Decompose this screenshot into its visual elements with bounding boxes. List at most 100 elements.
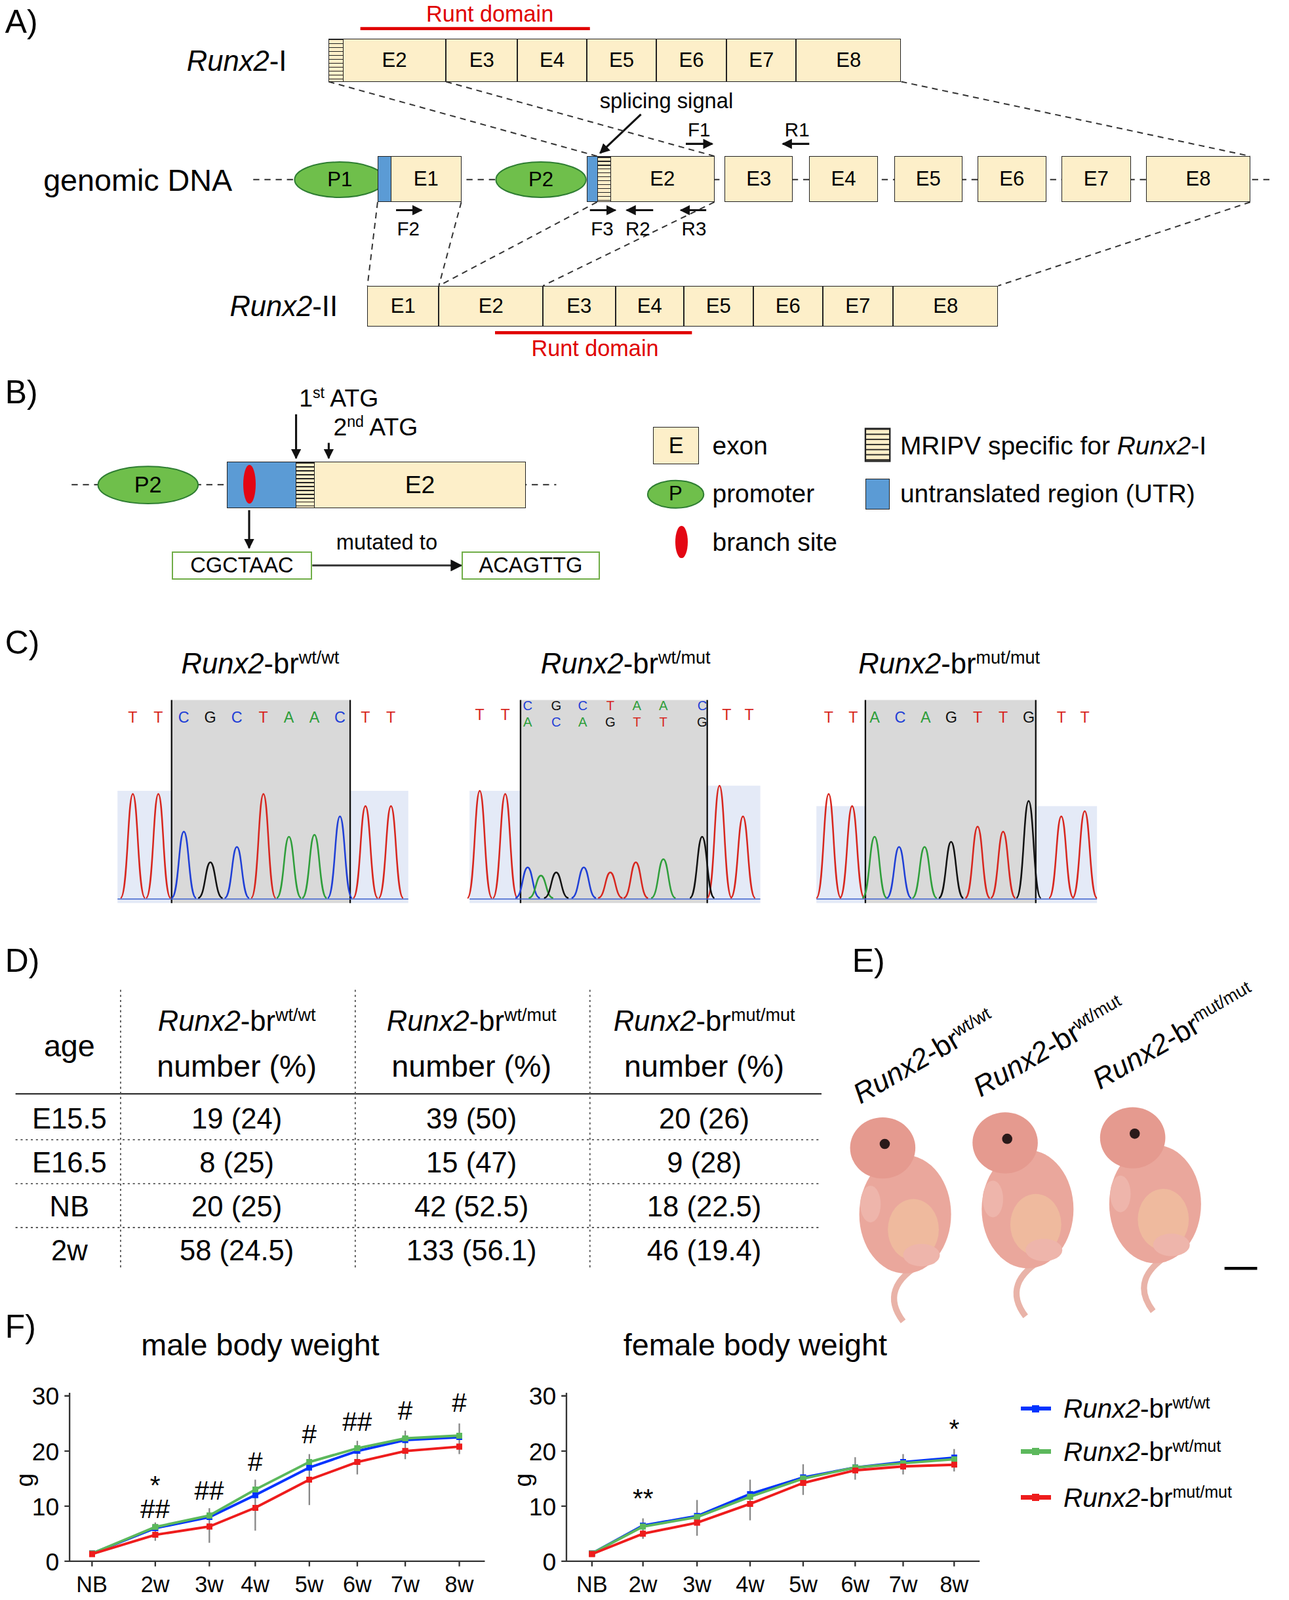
node-text: E5: [915, 167, 941, 191]
base-call: T: [659, 714, 668, 730]
axis-title: g: [508, 1473, 537, 1488]
node-text: E3: [746, 167, 772, 191]
superscript: wt/mut: [1172, 1435, 1221, 1455]
superscript: nd: [346, 412, 364, 430]
table-cell: 46 (19.4): [647, 1233, 762, 1267]
node-text: E4: [637, 295, 663, 318]
ellipse-shape: [495, 161, 586, 198]
superscript: mut/mut: [975, 647, 1040, 668]
panel-letter: C): [5, 624, 40, 662]
axis-tick-label: 4w: [240, 1572, 270, 1598]
node-text-area: P2: [495, 161, 587, 199]
exon-box: E2: [438, 285, 543, 327]
primer-name: R3: [681, 217, 707, 240]
callout-text: 1st ATG: [298, 384, 379, 413]
table-cell: 20 (26): [658, 1102, 750, 1135]
base-call: T: [474, 705, 484, 724]
node-text: E6: [775, 295, 801, 318]
exon-box: E: [653, 426, 699, 465]
significance-mark: #: [451, 1387, 467, 1419]
exon-box: E6: [977, 156, 1046, 202]
primer-arrow: [782, 142, 810, 145]
chart-axes: [561, 1392, 980, 1567]
node-text-area: E4: [809, 156, 877, 202]
primer-name: F2: [396, 217, 420, 240]
data-line: [91, 1446, 459, 1554]
transcript-name: Runx2-I: [186, 44, 288, 78]
table-cell: 58 (24.5): [179, 1233, 294, 1267]
utr-region: [378, 156, 392, 202]
splice-connector: [438, 201, 461, 286]
exon-box: E5: [894, 156, 963, 202]
base-call: T: [744, 705, 754, 724]
base-call: T: [153, 708, 163, 727]
node-text-area: E1: [391, 156, 461, 202]
table-rule: [15, 1092, 822, 1095]
node-text: E3: [469, 49, 495, 72]
exon-box: E3: [724, 156, 793, 202]
node-text-area: E8: [1146, 156, 1250, 202]
trace-baseline: [117, 898, 408, 900]
base-call: A: [283, 708, 295, 727]
table-cell: E15.5: [32, 1102, 107, 1135]
legend-line-swatch: [1020, 1494, 1052, 1499]
axis-tick-label: 2w: [628, 1572, 658, 1598]
exon-box: E4: [615, 285, 684, 327]
exon-box: E7: [726, 38, 796, 82]
base-call: C: [894, 708, 906, 727]
base-call: C: [551, 714, 562, 730]
node-text: E3: [566, 295, 592, 318]
trace-g: [544, 836, 715, 898]
node-text-area: E5: [587, 39, 656, 81]
runt-domain-bar: [495, 331, 692, 335]
node-text: P2: [528, 168, 554, 191]
axis-tick-label: 6w: [342, 1572, 372, 1598]
promoter-ellipse: P2: [97, 465, 200, 505]
axis-tick-label: 3w: [194, 1572, 224, 1598]
splicing-arrow: [599, 114, 641, 153]
table-grid: [15, 989, 822, 1270]
node-text: E6: [679, 49, 705, 72]
stripe-legend-swatch: [865, 428, 890, 462]
mouse-photo: [972, 1111, 1074, 1316]
callout-text: 2nd ATG: [333, 412, 418, 441]
node-text: P1: [327, 168, 353, 191]
italic-gene: Runx2: [1063, 1393, 1141, 1424]
node-text-area: E3: [543, 286, 615, 326]
base-call: A: [309, 708, 320, 727]
chromatogram: [467, 700, 761, 904]
node-text: P2: [134, 472, 162, 498]
node-text: ACAGTTG: [478, 553, 583, 577]
trace-a: [862, 836, 937, 898]
genotype-title: Runx2-brwt/mut: [540, 647, 711, 680]
superscript: wt/mut: [1069, 990, 1125, 1034]
panel-letter: E): [852, 942, 886, 981]
exon-box: E2: [328, 38, 446, 82]
axis-tick-label: 10: [529, 1492, 557, 1521]
splice-connector: [997, 201, 1250, 286]
table-header: number (%): [156, 1049, 317, 1085]
base-call: A: [578, 714, 588, 730]
base-call: T: [632, 714, 641, 730]
axis-tick-label: 2w: [140, 1572, 170, 1598]
legend-point: [1031, 1447, 1040, 1455]
base-call: G: [696, 714, 708, 730]
utr-region: [587, 156, 598, 202]
table-cell: NB: [49, 1189, 90, 1223]
trace-t: [120, 793, 404, 899]
splice-connector: [328, 81, 597, 157]
exon-box: E7: [822, 285, 893, 327]
node-text-area: E2: [343, 39, 446, 81]
base-call: T: [1056, 708, 1067, 727]
exon-box: E4: [517, 38, 587, 82]
base-call: T: [127, 708, 138, 727]
table-header: Runx2-brmut/mut: [613, 1004, 796, 1038]
axis-tick-label: NB: [576, 1572, 608, 1598]
node-text: E5: [609, 49, 635, 72]
data-line: [91, 1437, 459, 1554]
legend-text: branch site: [712, 527, 838, 557]
data-line: [91, 1435, 459, 1554]
legend-swatch: [675, 525, 688, 559]
italic-gene: Runx2: [847, 1040, 935, 1110]
